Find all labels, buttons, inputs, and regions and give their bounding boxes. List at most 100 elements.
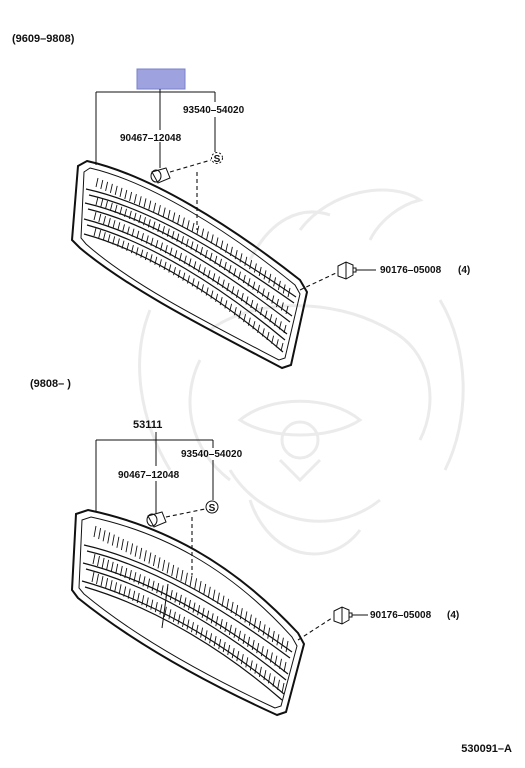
grille-fin — [148, 552, 152, 564]
grille-fin — [114, 185, 118, 195]
grille-fin — [168, 264, 172, 273]
grille-fin — [166, 562, 170, 574]
grille-fin — [240, 292, 244, 302]
grille-fin — [280, 637, 284, 649]
grille-fin — [279, 658, 282, 669]
grille-fin — [196, 281, 200, 290]
grille-fin — [128, 570, 132, 581]
grille-fin — [105, 200, 108, 210]
grille-fin — [139, 547, 143, 559]
grille-fin — [112, 236, 116, 245]
grille-fin — [100, 198, 104, 208]
grille-fin — [150, 237, 154, 246]
grille-fin — [204, 249, 208, 259]
grille-fin — [109, 202, 113, 211]
grille-fin — [183, 255, 187, 264]
grille-fin — [252, 321, 256, 330]
grille-fin — [201, 284, 204, 293]
grille-fin — [261, 288, 265, 297]
watermark-emblem — [138, 188, 465, 556]
grille-fin — [128, 210, 132, 220]
grille-fin — [111, 534, 115, 546]
grille-fin — [181, 217, 185, 227]
grille-fin — [177, 614, 181, 625]
section-1-seal: S — [211, 152, 223, 165]
grille-fin — [98, 229, 102, 239]
grille-fin — [185, 238, 189, 247]
grille-fin — [184, 572, 188, 584]
grille-fin — [93, 227, 97, 237]
grille-fin — [277, 679, 280, 690]
grille-fin — [101, 557, 105, 569]
grille-fin — [203, 583, 207, 595]
grille-fin — [223, 261, 227, 271]
grille-fin — [138, 574, 141, 585]
grille-fin — [169, 247, 173, 256]
grille-fin — [229, 303, 233, 312]
grille-fin — [224, 621, 228, 633]
grille-fin — [248, 614, 252, 626]
grille-fin — [124, 189, 128, 200]
grille-fin — [198, 581, 202, 593]
section-2-grille — [70, 508, 306, 717]
grille-fin — [229, 246, 233, 256]
grille-fin — [162, 226, 165, 235]
grille-fin — [144, 251, 148, 261]
grille-fin — [180, 570, 184, 582]
grille-fin — [109, 183, 113, 193]
grille-fin — [212, 273, 216, 282]
grille-fin — [204, 630, 208, 641]
grille-fin — [116, 536, 120, 548]
grille-fin — [231, 648, 235, 659]
grille-fin — [271, 335, 275, 344]
grille-fin — [186, 220, 190, 230]
grille-fin — [107, 234, 111, 243]
grille-fin — [131, 228, 135, 237]
grille-fin — [239, 253, 243, 263]
section-1-clip — [150, 167, 171, 184]
section-1-grille — [70, 159, 309, 370]
grille-fin — [222, 641, 226, 653]
grille-fin — [162, 207, 166, 217]
grille-fin — [160, 242, 163, 251]
grille-part-highlight — [136, 68, 186, 90]
grille-fin — [168, 609, 172, 620]
grille-fin — [193, 261, 197, 270]
section-2-seal-symbol: S — [209, 503, 216, 514]
grille-fin — [243, 313, 247, 323]
section-1-grille-fins — [93, 177, 291, 352]
grille-fin — [285, 640, 289, 653]
grille-fin — [278, 321, 282, 330]
grille-fin — [262, 624, 266, 636]
grille-fin — [267, 627, 271, 639]
grille-fin — [264, 310, 268, 319]
grille-fin — [236, 289, 239, 298]
grille-fin — [172, 611, 176, 622]
section-2-seal: S — [205, 500, 219, 514]
grille-fin — [166, 228, 170, 237]
grille-fin — [219, 619, 223, 630]
grille-fin — [121, 240, 125, 249]
grille-fin — [100, 576, 104, 587]
grille-fin — [239, 608, 243, 620]
grille-fin — [173, 267, 176, 276]
grille-fin — [235, 604, 239, 617]
section-1: (9609–9808) 93540–54020 90467–12048 S — [12, 33, 470, 370]
section-2-grille-fins — [91, 525, 289, 694]
grille-fin — [233, 307, 237, 316]
grille-fin — [221, 279, 225, 288]
grille-fin — [194, 578, 198, 590]
grille-fin — [258, 621, 262, 633]
grille-fin — [116, 238, 120, 247]
grille-fin — [273, 277, 277, 287]
grille-fin — [143, 550, 147, 562]
grille-fin — [169, 590, 173, 601]
grille-fin — [272, 676, 276, 687]
grille-fin — [95, 196, 99, 206]
grille-fin — [196, 225, 200, 235]
grille-fin — [102, 530, 106, 542]
grille-fin — [238, 271, 241, 280]
grille-fin — [215, 616, 219, 627]
grille-fin — [285, 305, 289, 315]
grille-fin — [233, 627, 237, 638]
